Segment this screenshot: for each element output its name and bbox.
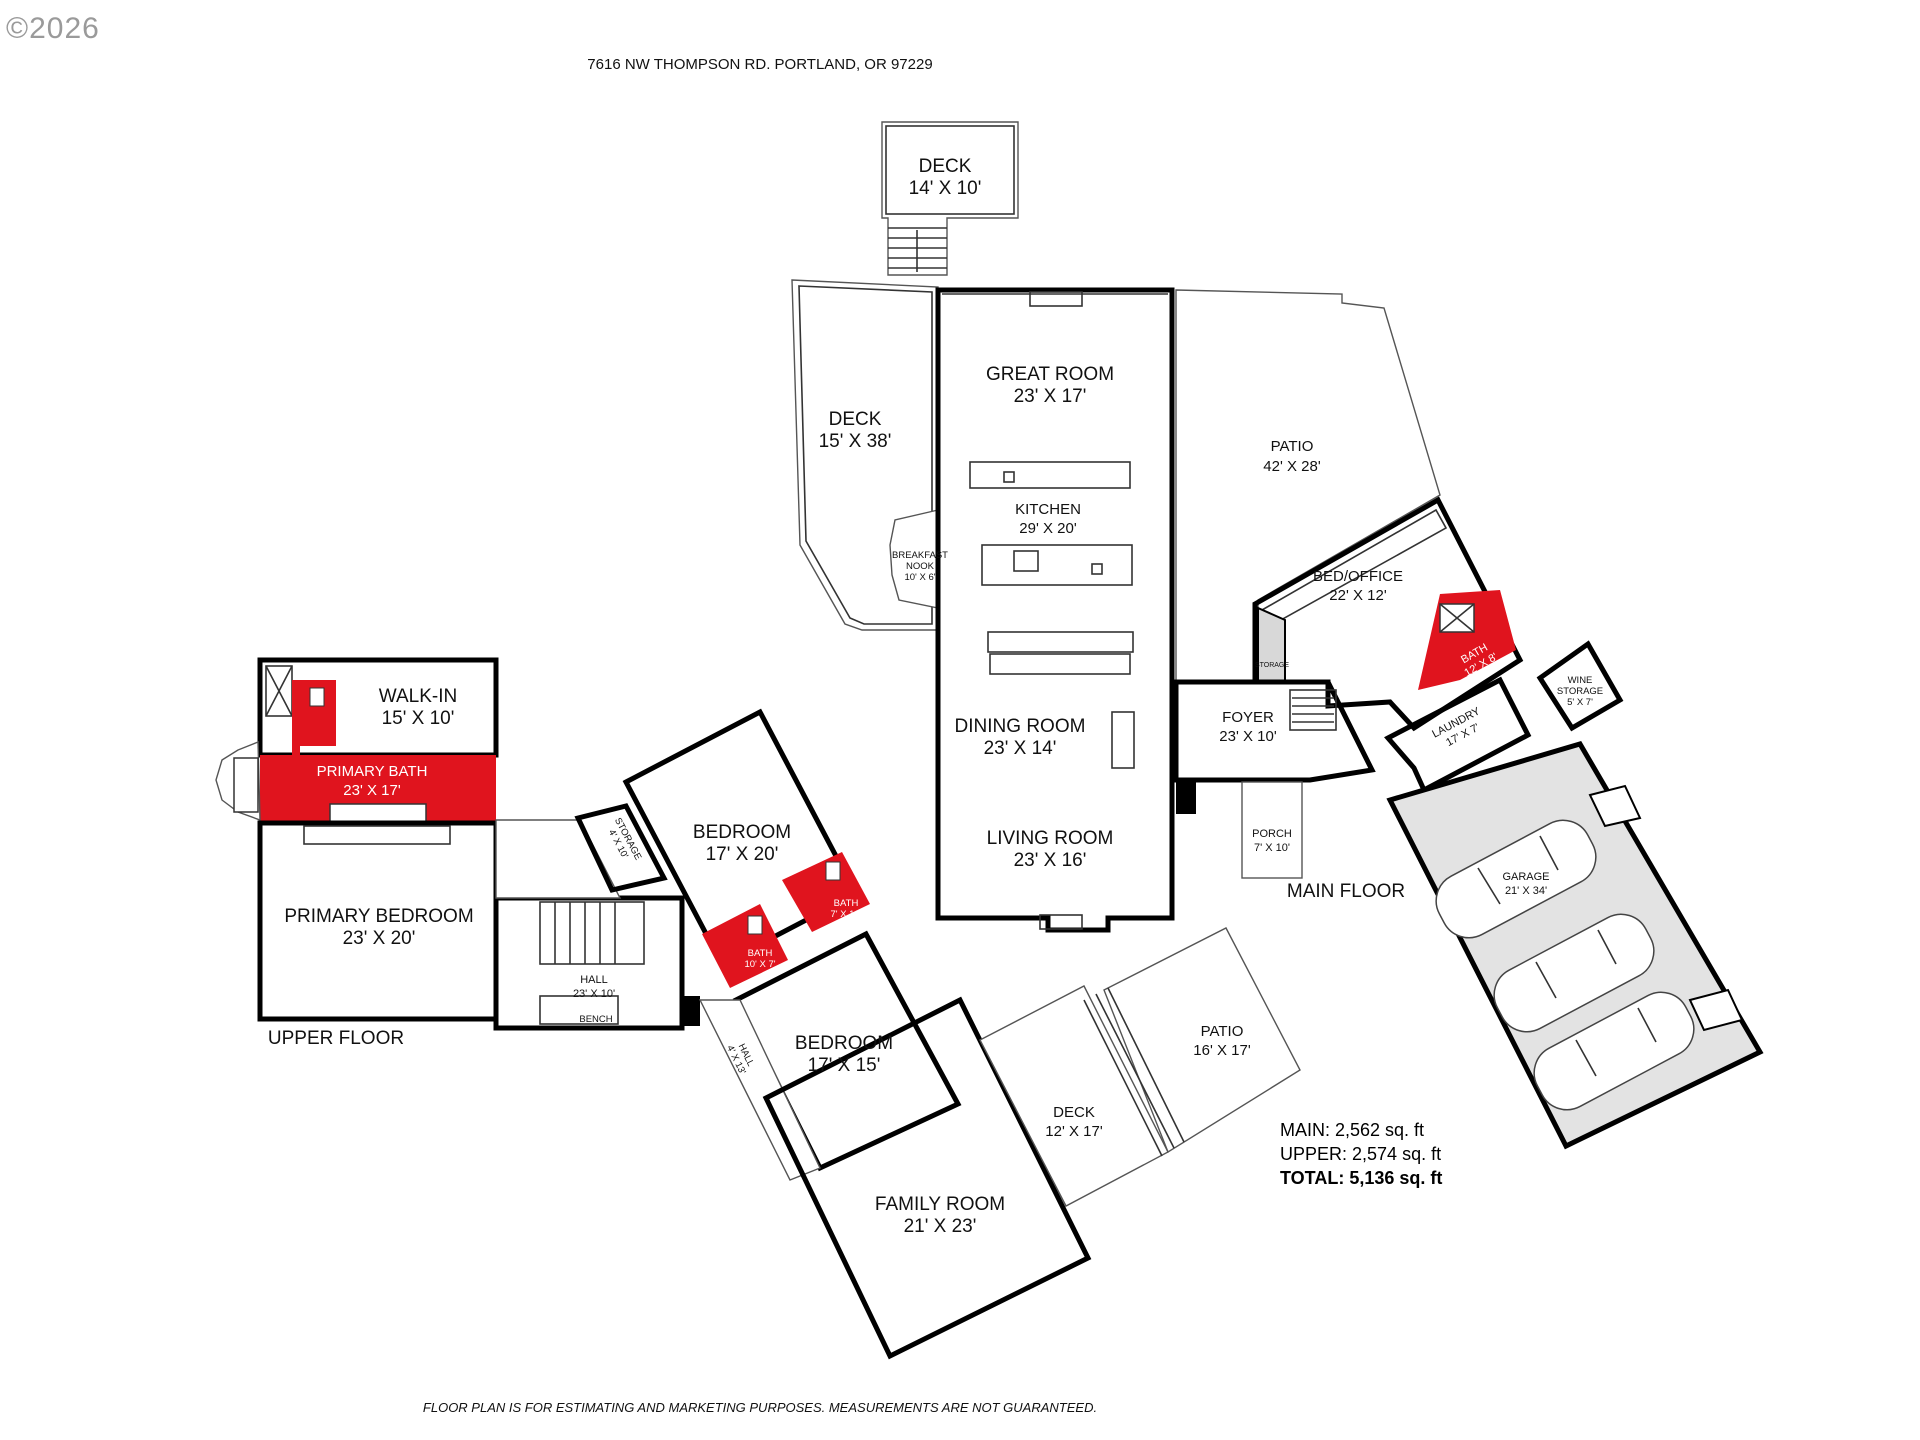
room-size: 14' X 10' — [909, 178, 982, 199]
room-name: PATIO — [1201, 1023, 1244, 1040]
property-address: 7616 NW THOMPSON RD. PORTLAND, OR 97229 — [587, 56, 932, 73]
room-size: 21' X 34' — [1505, 885, 1547, 897]
room-name: BED/OFFICE — [1313, 568, 1403, 585]
room-size: 5' X 7' — [1567, 697, 1593, 708]
room-size: 23' X 14' — [984, 738, 1057, 759]
room-size: 7' X 10' — [1254, 842, 1290, 854]
room-label-wine-storage: WINE STORAGE 5' X 7' — [1557, 675, 1603, 708]
room-label-bedroom-2: BEDROOM 17' X 15' — [795, 1033, 893, 1076]
room-size: 16' X 17' — [1193, 1042, 1251, 1059]
room-label-bath-b: BATH 7' X 10' — [830, 898, 861, 920]
room-name: FOYER — [1222, 709, 1274, 726]
main-floor-plan — [791, 121, 1764, 1150]
room-label-bath-a: BATH 10' X 7' — [744, 948, 775, 970]
room-label-family-room: FAMILY ROOM 21' X 23' — [875, 1194, 1005, 1237]
area-main: MAIN: 2,562 sq. ft — [1280, 1120, 1424, 1140]
room-size: 42' X 28' — [1263, 458, 1321, 475]
room-size: 17' X 15' — [808, 1055, 881, 1076]
room-label-deck-lower: DECK 12' X 17' — [1045, 1104, 1103, 1140]
room-name: HALL — [580, 974, 608, 986]
room-size: 10' X 6' — [904, 572, 935, 583]
room-label-patio-main: PATIO 42' X 28' — [1263, 438, 1321, 475]
room-size: 23' X 10' — [1219, 728, 1277, 745]
room-name: DECK — [829, 409, 882, 430]
room-name: KITCHEN — [1015, 501, 1081, 518]
area-total: TOTAL: 5,136 sq. ft — [1280, 1168, 1442, 1188]
room-name: DINING ROOM — [955, 716, 1086, 737]
room-label-bench: BENCH — [579, 1014, 612, 1025]
room-name: PRIMARY BATH — [317, 763, 428, 780]
room-label-patio-lower: PATIO 16' X 17' — [1193, 1023, 1251, 1059]
room-label-deck-top: DECK 14' X 10' — [909, 156, 982, 199]
room-size: 22' X 12' — [1329, 587, 1387, 604]
room-name: BEDROOM — [693, 822, 791, 843]
room-name: PORCH — [1252, 828, 1292, 840]
room-name-line2: STORAGE — [1557, 686, 1603, 697]
room-label-great-room: GREAT ROOM 23' X 17' — [986, 364, 1114, 407]
room-label-primary-bedroom: PRIMARY BEDROOM 23' X 20' — [284, 906, 473, 949]
room-name: LIVING ROOM — [987, 828, 1114, 849]
room-name: BEDROOM — [795, 1033, 893, 1054]
room-label-foyer: FOYER 23' X 10' — [1219, 709, 1277, 745]
room-label-storage-main: STORAGE — [1255, 662, 1289, 669]
room-label-walk-in: WALK-IN 15' X 10' — [379, 686, 457, 729]
room-name: GARAGE — [1502, 871, 1549, 883]
room-size: 29' X 20' — [1019, 520, 1077, 537]
room-name: FAMILY ROOM — [875, 1194, 1005, 1215]
upper-floor-label: UPPER FLOOR — [268, 1028, 404, 1049]
room-size: 21' X 23' — [904, 1216, 977, 1237]
room-label-dining-room: DINING ROOM 23' X 14' — [955, 716, 1086, 759]
area-summary: MAIN: 2,562 sq. ft UPPER: 2,574 sq. ft T… — [1280, 1120, 1442, 1188]
room-name: WALK-IN — [379, 686, 457, 707]
room-label-garage: GARAGE 21' X 34' — [1502, 871, 1549, 897]
room-size: 12' X 17' — [1045, 1123, 1103, 1140]
room-size: 23' X 17' — [343, 782, 401, 799]
room-label-kitchen: KITCHEN 29' X 20' — [1015, 501, 1081, 537]
room-size: 17' X 20' — [706, 844, 779, 865]
room-size: 23' X 10' — [573, 988, 615, 1000]
room-name: DECK — [1053, 1104, 1095, 1121]
main-floor-label: MAIN FLOOR — [1287, 881, 1405, 902]
upper-floor-plan — [215, 657, 1301, 1360]
room-name: PRIMARY BEDROOM — [284, 906, 473, 927]
area-upper: UPPER: 2,574 sq. ft — [1280, 1144, 1441, 1164]
room-label-breakfast-nook: BREAKFAST NOOK 10' X 6' — [892, 550, 948, 583]
room-label-living-room: LIVING ROOM 23' X 16' — [987, 828, 1114, 871]
room-size: 23' X 17' — [1014, 386, 1087, 407]
room-size: 23' X 20' — [343, 928, 416, 949]
room-label-bed-office: BED/OFFICE 22' X 12' — [1313, 568, 1403, 604]
room-name: DECK — [919, 156, 972, 177]
room-label-bedroom-1: BEDROOM 17' X 20' — [693, 822, 791, 865]
room-name: GREAT ROOM — [986, 364, 1114, 385]
room-name: PATIO — [1271, 438, 1314, 455]
room-size: 10' X 7' — [744, 959, 775, 970]
copyright-watermark: ©2026 — [6, 12, 100, 45]
room-label-porch: PORCH 7' X 10' — [1252, 828, 1292, 854]
room-label-hall-upper: HALL 23' X 10' — [573, 974, 615, 1000]
room-name: BATH — [748, 948, 773, 959]
room-name: BATH — [834, 898, 859, 909]
room-label-deck-left: DECK 15' X 38' — [819, 409, 892, 452]
room-size: 7' X 10' — [830, 909, 861, 920]
room-size: 23' X 16' — [1014, 850, 1087, 871]
room-size: 15' X 38' — [819, 431, 892, 452]
room-name: BREAKFAST — [892, 550, 948, 561]
room-name: WINE — [1568, 675, 1593, 686]
room-label-primary-bath: PRIMARY BATH 23' X 17' — [317, 763, 428, 799]
room-size: 15' X 10' — [382, 708, 455, 729]
disclaimer: FLOOR PLAN IS FOR ESTIMATING AND MARKETI… — [423, 1400, 1097, 1415]
room-name-line2: NOOK — [906, 561, 935, 572]
